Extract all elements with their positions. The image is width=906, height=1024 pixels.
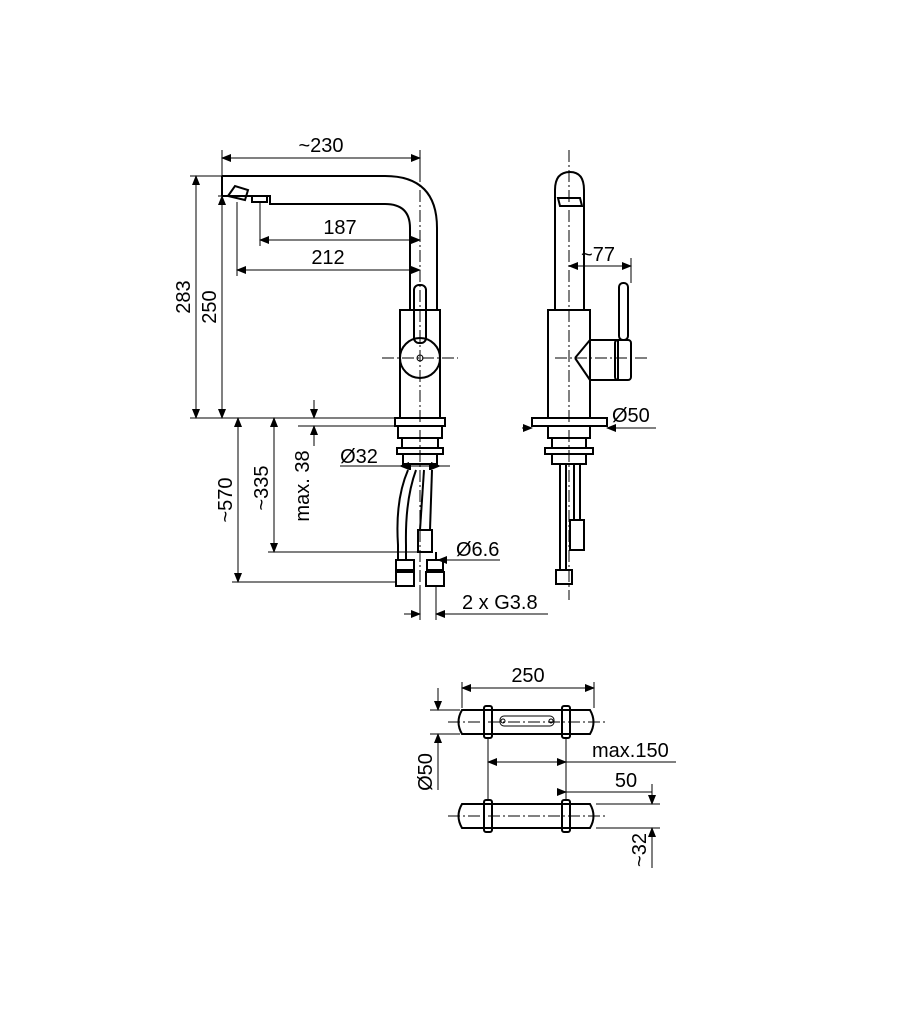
faucet-side-body — [531, 170, 632, 585]
dim-connection-thread: 2 x G3.8 — [462, 592, 538, 614]
dim-outlet-height: 250 — [199, 290, 221, 323]
dim-lever-offset: ~77 — [581, 244, 615, 266]
side-view: ~77 Ø50 — [522, 150, 656, 600]
dim-base-diameter: Ø50 — [612, 405, 650, 427]
dim-connection-length: ~335 — [251, 465, 273, 510]
mount-view: 250 Ø50 max.150 50 ~32 — [415, 665, 676, 868]
dim-overall-height: 283 — [173, 280, 195, 313]
dim-mount-length: 250 — [511, 665, 544, 687]
dim-max-thickness: max. 38 — [292, 450, 314, 521]
dim-mount-depth: ~32 — [629, 833, 651, 867]
dim-mount-diameter: Ø50 — [415, 753, 437, 791]
dim-spout-reach: ~230 — [298, 135, 343, 157]
dim-hose-diameter: Ø6.6 — [456, 539, 499, 561]
dim-max-spacing: max.150 — [592, 740, 669, 762]
dim-body-diameter: Ø32 — [340, 446, 378, 468]
front-view: ~230 187 212 283 250 max. 38 Ø32 ~335 ~5… — [173, 135, 548, 620]
dim-outlet-to-axis: 187 — [323, 217, 356, 239]
dim-mount-offset: 50 — [615, 770, 637, 792]
dim-hose-length: ~570 — [215, 477, 237, 522]
dim-aerator-to-axis: 212 — [311, 247, 344, 269]
